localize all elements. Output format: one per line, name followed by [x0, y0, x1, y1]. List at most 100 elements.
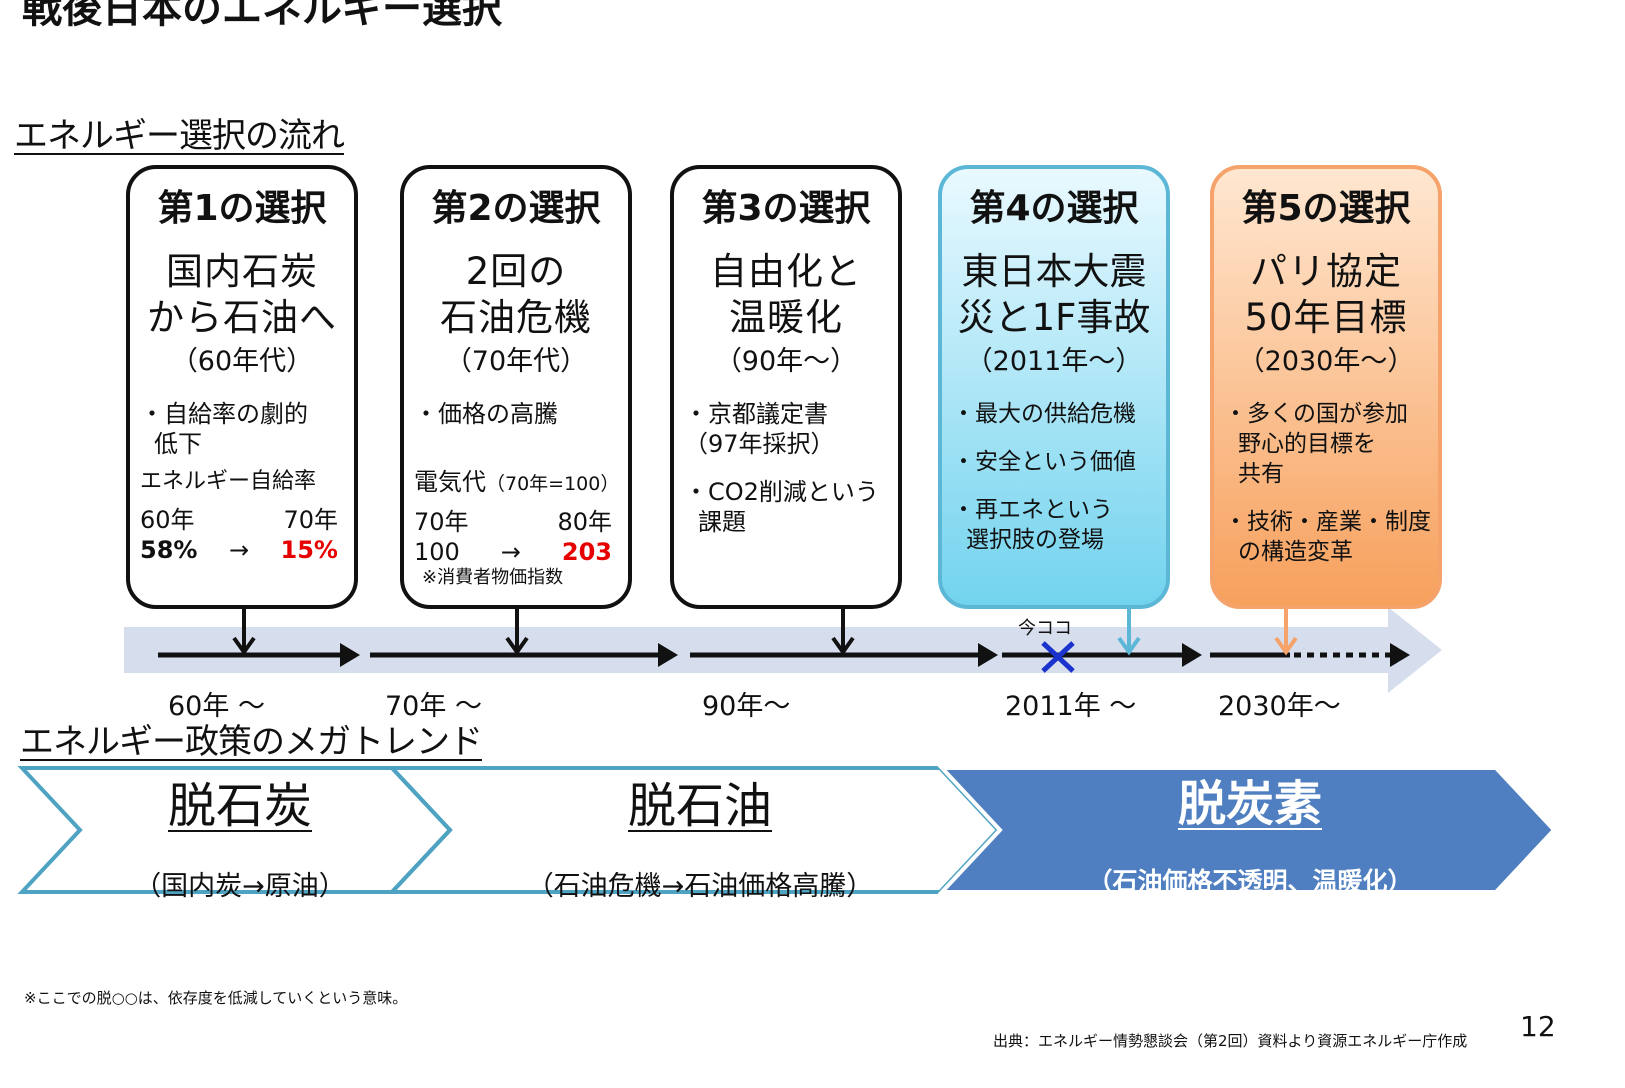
connector-1-head	[232, 636, 256, 656]
section-heading-flow: エネルギー選択の流れ	[14, 116, 345, 156]
card-bullet: ・多くの国が参加	[1224, 401, 1408, 427]
card-bullet-cont: 選択肢の登場	[966, 527, 1104, 553]
timeline-band	[124, 607, 1442, 693]
source-note: 出典：エネルギー情勢懇談会（第2回）資料より資源エネルギー庁作成	[993, 1032, 1468, 1050]
card-bullet: ・安全という価値	[952, 449, 1136, 475]
card-main-line-1: 国内石炭	[166, 250, 318, 293]
card-bullet-cont: の構造変革	[1238, 539, 1353, 565]
card-body: ・多くの国が参加 野心的目標を 共有 ・技術・産業・制度 の構造変革	[1224, 399, 1434, 567]
trend-title: 脱石炭	[167, 778, 312, 834]
card-heading: 第4の選択	[969, 188, 1139, 229]
card-value-to: 15%	[280, 536, 338, 564]
now-marker-icon	[1041, 641, 1075, 673]
card-main-text: 国内石炭 から石油へ	[130, 249, 354, 341]
card-heading: 第3の選択	[701, 188, 871, 229]
card-era: （60年代）	[170, 346, 314, 377]
card-main-line-2: から石油へ	[147, 296, 337, 339]
trend-title: 脱炭素	[1177, 776, 1322, 832]
card-body: ・価格の高騰 電気代（70年=100） 70年 80年 100 → 203 ※消…	[414, 399, 624, 589]
card-body: ・京都議定書 （97年採択） ・CO2削減という 課題	[684, 399, 894, 537]
trend-2: 脱石油 （石油危機→石油価格高騰）	[470, 766, 930, 903]
card-bullet: ・自給率の劇的	[140, 400, 308, 428]
connector-5-head	[1274, 636, 1298, 656]
card-main-line-1: パリ協定	[1250, 250, 1402, 293]
card-main-line-2: 50年目標	[1244, 296, 1408, 339]
card-year-row: 70年 80年	[414, 507, 624, 537]
connector-4-head	[1117, 636, 1141, 656]
card-bullet-cont: 課題	[698, 508, 746, 536]
card-body: ・最大の供給危機 ・安全という価値 ・再エネという 選択肢の登場	[952, 399, 1162, 555]
card-era: （70年代）	[444, 346, 588, 377]
card-main-line-1: 東日本大震	[961, 250, 1147, 293]
right-arrow-icon: →	[228, 536, 250, 564]
timeline-arrowhead-4	[1182, 643, 1202, 667]
choice-card-3: 第3の選択 自由化と 温暖化 （90年～） ・京都議定書 （97年採択） ・CO…	[670, 165, 902, 609]
page-number: 12	[1520, 1010, 1556, 1043]
card-value-to: 203	[561, 538, 612, 566]
card-bullet: ・再エネという	[952, 497, 1113, 523]
connector-2-head	[505, 636, 529, 656]
era-label-5: 2030年～	[1218, 691, 1341, 722]
card-body: ・自給率の劇的 低下 エネルギー自給率 60年 70年 58% → 15%	[140, 399, 350, 565]
card-year-to: 80年	[557, 508, 612, 536]
timeline-arrowhead-2	[658, 643, 678, 667]
card-main-line-2: 災と1F事故	[957, 296, 1151, 339]
page-title: 戦後日本のエネルギー選択	[22, 0, 502, 32]
card-value-row: 58% → 15%	[140, 535, 350, 565]
card-main-text: 2回の 石油危機	[404, 249, 628, 341]
card-bullet: ・京都議定書	[684, 400, 828, 428]
choice-card-1: 第1の選択 国内石炭 から石油へ （60年代） ・自給率の劇的 低下 エネルギー…	[126, 165, 358, 609]
now-label: 今ココ	[1018, 618, 1072, 639]
card-value-row: 100 → 203	[414, 537, 624, 567]
card-bullet: ・CO2削減という	[684, 478, 879, 506]
card-year-to: 70年	[283, 506, 338, 534]
card-main-line-2: 温暖化	[729, 296, 843, 339]
trend-subtitle: （石油危機→石油価格高騰）	[526, 871, 874, 902]
era-label-1: 60年 ～	[168, 691, 265, 722]
trend-subtitle: （国内炭→原油）	[134, 871, 346, 902]
card-bullet-cont: 野心的目標を	[1238, 431, 1376, 457]
card-value-from: 100	[414, 538, 460, 566]
card-era: （2011年～）	[965, 346, 1143, 377]
card-bullet-cont: （97年採択）	[684, 430, 835, 458]
card-year-from: 70年	[414, 508, 469, 536]
timeline-arrowhead-3	[978, 643, 998, 667]
card-subheading: エネルギー自給率	[140, 469, 317, 494]
trend-1: 脱石炭 （国内炭→原油）	[60, 766, 420, 903]
card-year-row: 60年 70年	[140, 505, 350, 535]
choice-card-4: 第4の選択 東日本大震 災と1F事故 （2011年～） ・最大の供給危機 ・安全…	[938, 165, 1170, 609]
trend-title: 脱石油	[627, 778, 772, 834]
timeline-arrowhead-5	[1390, 643, 1410, 667]
card-era: （2030年～）	[1237, 346, 1415, 377]
card-main-text: パリ協定 50年目標	[1214, 249, 1438, 341]
era-label-3: 90年～	[702, 691, 791, 722]
card-main-text: 自由化と 温暖化	[674, 249, 898, 341]
card-heading: 第5の選択	[1241, 188, 1411, 229]
card-bullet: ・技術・産業・制度	[1224, 509, 1431, 535]
trend-chevron-3	[937, 766, 1557, 894]
footnote: ※ここでの脱○○は、依存度を低減していくという意味。	[24, 989, 408, 1007]
card-main-line-1: 自由化と	[710, 250, 862, 293]
card-bullet-cont: 共有	[1238, 461, 1284, 487]
section-heading-trend: エネルギー政策のメガトレンド	[20, 722, 483, 762]
timeline-arrowhead-1	[340, 643, 360, 667]
card-main-line-2: 石油危機	[440, 296, 592, 339]
card-subheading-main: 電気代	[414, 468, 486, 496]
trend-subtitle: （石油価格不透明、温暖化）	[1087, 867, 1413, 896]
trend-3: 脱炭素 （石油価格不透明、温暖化）	[1040, 764, 1460, 898]
right-arrow-icon: →	[500, 538, 521, 566]
card-subheading-note: （70年=100）	[486, 473, 620, 495]
era-label-4: 2011年 ～	[1005, 691, 1137, 722]
card-bullet-cont: 低下	[154, 430, 202, 458]
era-label-2: 70年 ～	[385, 691, 482, 722]
card-main-line-1: 2回の	[465, 250, 567, 293]
card-value-from: 58%	[140, 536, 198, 564]
connector-3-head	[831, 636, 855, 656]
card-era: （90年～）	[714, 346, 858, 377]
choice-card-5: 第5の選択 パリ協定 50年目標 （2030年～） ・多くの国が参加 野心的目標…	[1210, 165, 1442, 609]
card-heading: 第1の選択	[157, 188, 327, 229]
card-bullet: ・価格の高騰	[414, 400, 558, 428]
card-subheading: 電気代（70年=100）	[414, 467, 624, 499]
card-heading: 第2の選択	[431, 188, 601, 229]
